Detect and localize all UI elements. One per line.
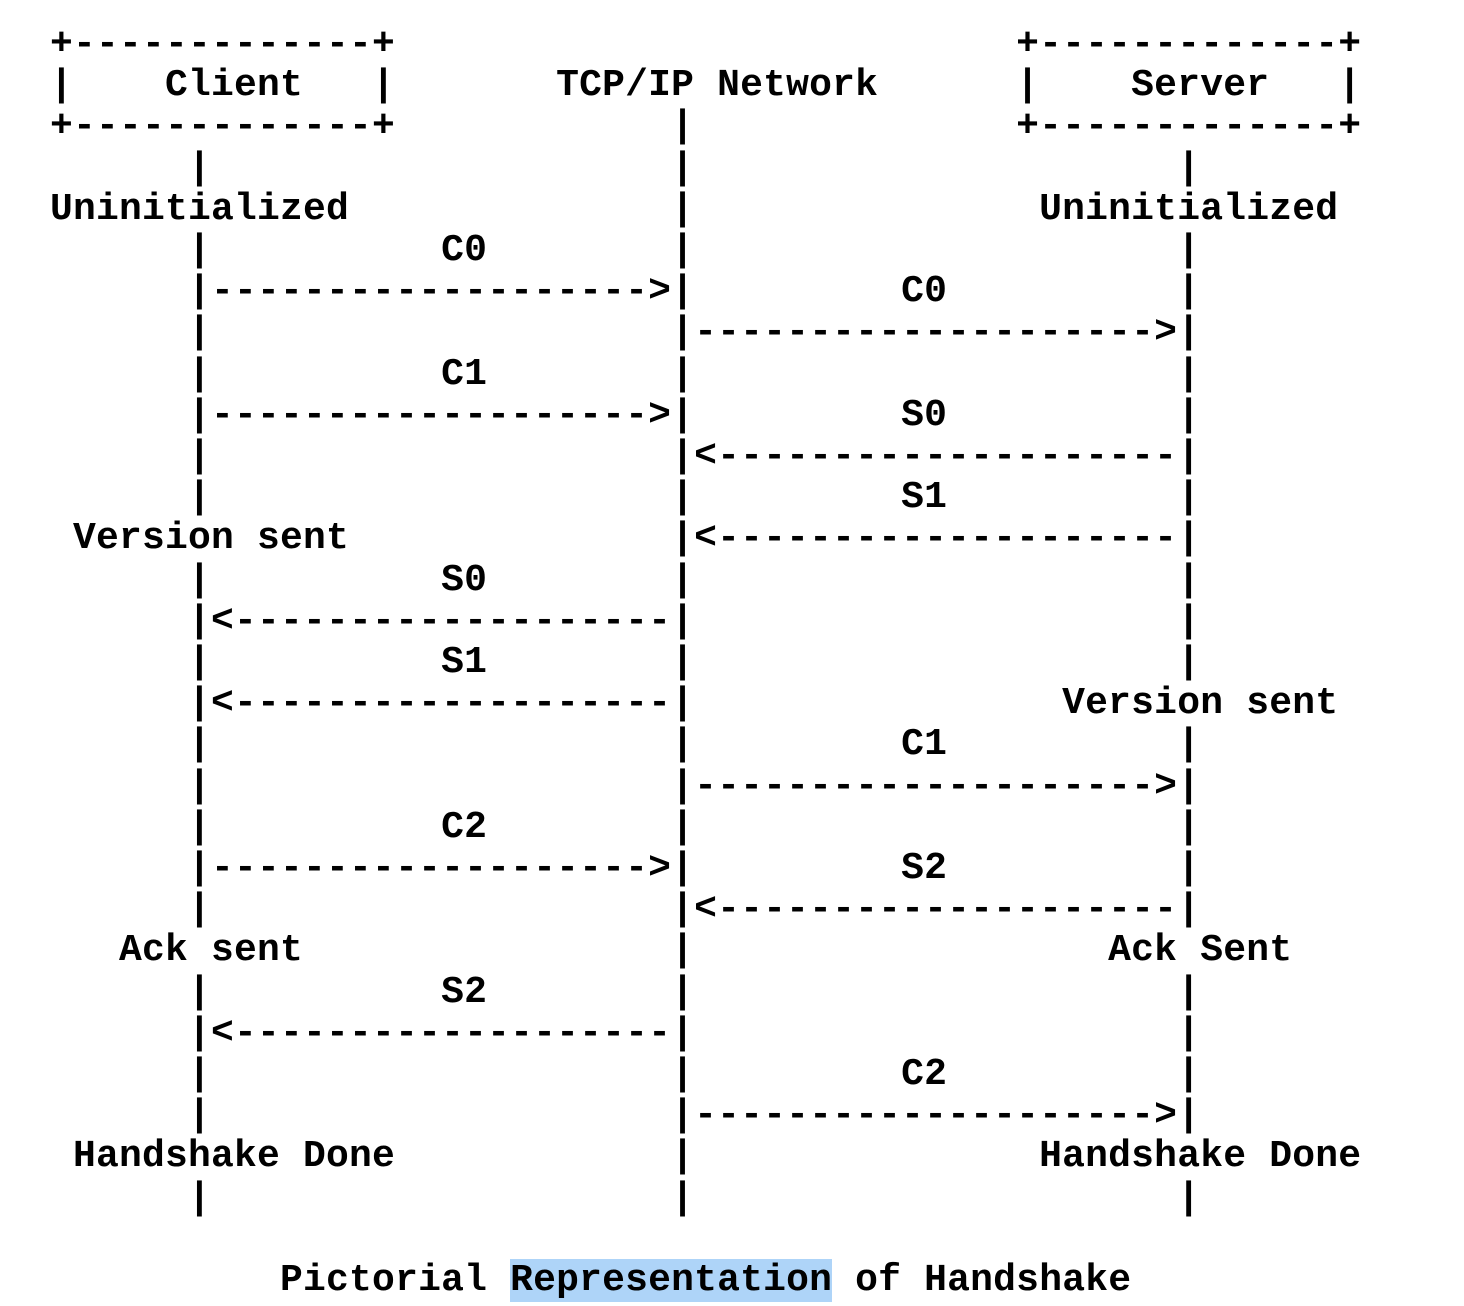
diagram-caption: Pictorial Representation of Handshake xyxy=(4,1259,1464,1303)
caption-text-after: of Handshake xyxy=(832,1259,1132,1303)
handshake-sequence-ascii-art: +-------------+ +-------------+ | Client… xyxy=(50,23,1362,1220)
caption-text-before: Pictorial xyxy=(4,1259,511,1303)
caption-highlighted-word: Representation xyxy=(510,1259,833,1303)
